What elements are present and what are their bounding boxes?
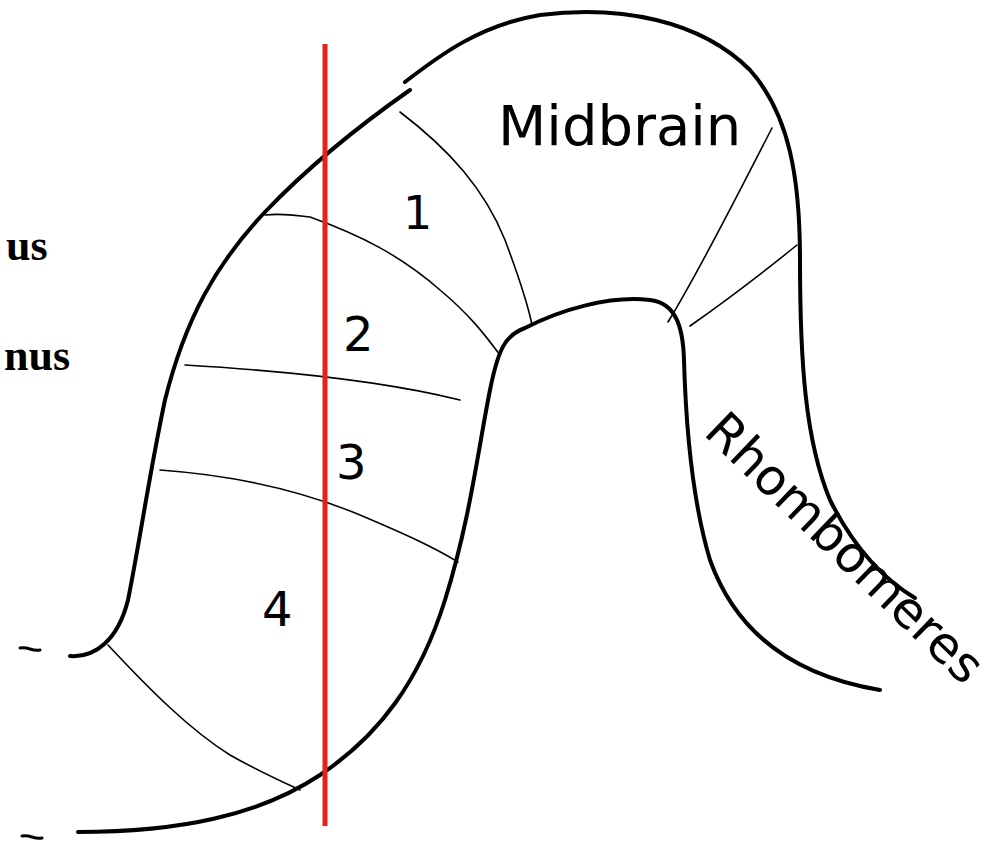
callout-number: 1 [403, 190, 432, 236]
region-label: Rhombomeres [697, 404, 993, 693]
callout-number: 2 [343, 310, 374, 358]
section-line [323, 44, 328, 826]
partial-label: nus [4, 334, 70, 378]
callout-number: 3 [336, 438, 367, 486]
region-label: Midbrain [498, 98, 741, 154]
callout-number: 4 [262, 585, 293, 633]
partial-label: us [6, 224, 48, 268]
